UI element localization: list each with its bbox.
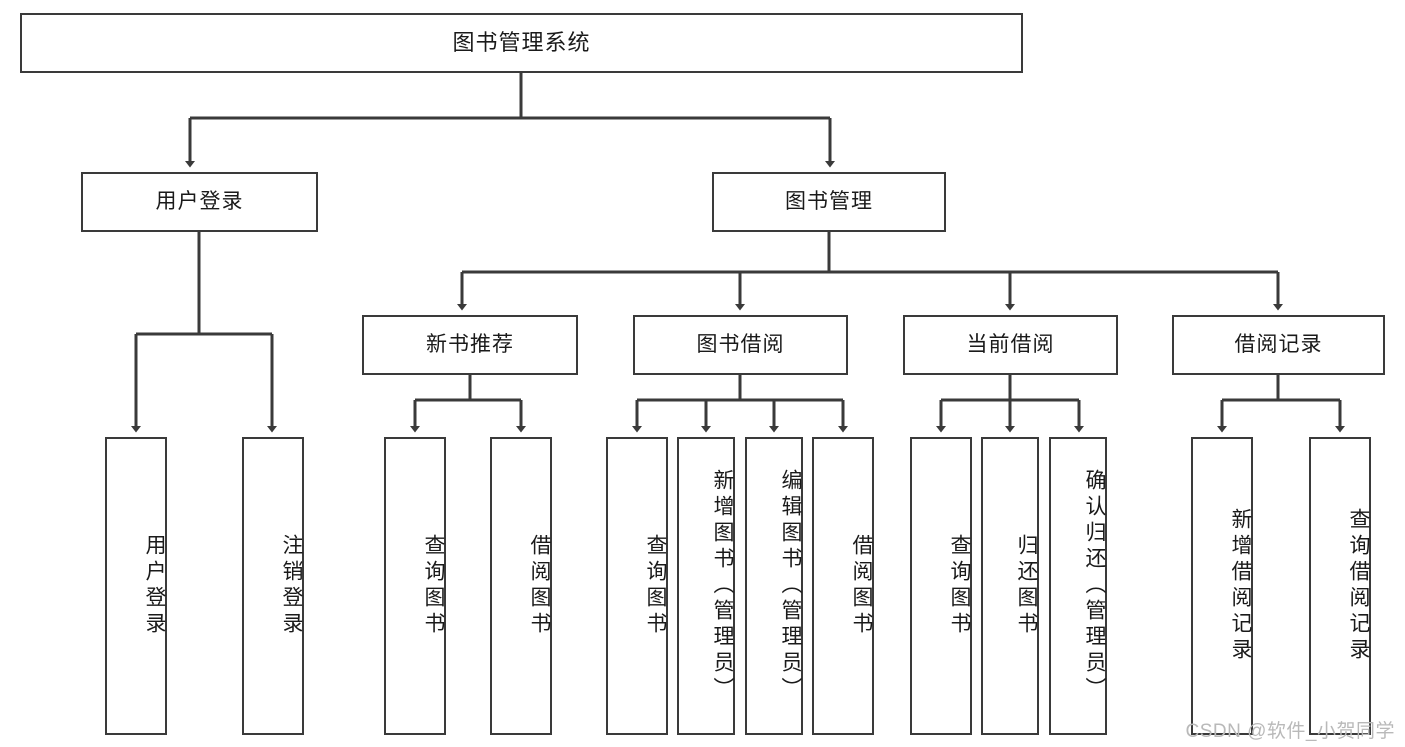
- node-label: 确认归还（管理员）: [1083, 469, 1106, 703]
- node-label: 当前借阅: [966, 333, 1055, 357]
- node-root-system[interactable]: 图书管理系统: [20, 13, 1023, 73]
- node-book-borrow[interactable]: 图书借阅: [633, 315, 848, 375]
- node-label: 编辑图书（管理员）: [779, 469, 802, 703]
- leaf-borrow-record-add[interactable]: 新增借阅记录: [1191, 437, 1253, 735]
- leaf-book-borrow-add[interactable]: 新增图书（管理员）: [677, 437, 735, 735]
- node-book-management[interactable]: 图书管理: [712, 172, 946, 232]
- node-label: 图书管理: [785, 190, 873, 214]
- watermark: CSDN @软件_小贺同学: [1185, 721, 1395, 742]
- node-label: 图书借阅: [696, 333, 785, 357]
- leaf-book-borrow-borrow[interactable]: 借阅图书: [812, 437, 874, 735]
- node-label: 注销登录: [280, 534, 303, 638]
- leaf-user-login-login[interactable]: 用户登录: [105, 437, 167, 735]
- node-label: 用户登录: [143, 534, 166, 638]
- node-label: 借阅图书: [528, 534, 551, 638]
- node-label: 借阅图书: [850, 534, 873, 638]
- leaf-current-borrow-query[interactable]: 查询图书: [910, 437, 972, 735]
- node-label: 图书管理系统: [452, 29, 591, 55]
- node-label: 新书推荐: [426, 333, 514, 357]
- leaf-new-book-borrow[interactable]: 借阅图书: [490, 437, 552, 735]
- node-label: 归还图书: [1015, 534, 1038, 638]
- node-label: 新增图书（管理员）: [711, 469, 734, 703]
- node-label: 查询图书: [948, 534, 971, 638]
- node-label: 查询图书: [644, 534, 667, 638]
- node-label: 用户登录: [155, 190, 244, 214]
- leaf-current-borrow-confirm-return[interactable]: 确认归还（管理员）: [1049, 437, 1107, 735]
- node-user-login[interactable]: 用户登录: [81, 172, 318, 232]
- leaf-borrow-record-query[interactable]: 查询借阅记录: [1309, 437, 1371, 735]
- node-label: 借阅记录: [1234, 333, 1323, 357]
- node-current-borrow[interactable]: 当前借阅: [903, 315, 1118, 375]
- leaf-book-borrow-query[interactable]: 查询图书: [606, 437, 668, 735]
- node-label: 查询图书: [422, 534, 445, 638]
- node-label: 查询借阅记录: [1347, 508, 1370, 664]
- leaf-book-borrow-edit[interactable]: 编辑图书（管理员）: [745, 437, 803, 735]
- leaf-new-book-query[interactable]: 查询图书: [384, 437, 446, 735]
- node-borrow-record[interactable]: 借阅记录: [1172, 315, 1385, 375]
- node-new-book-recommend[interactable]: 新书推荐: [362, 315, 578, 375]
- leaf-user-login-logout[interactable]: 注销登录: [242, 437, 304, 735]
- leaf-current-borrow-return[interactable]: 归还图书: [981, 437, 1039, 735]
- node-label: 新增借阅记录: [1229, 508, 1252, 664]
